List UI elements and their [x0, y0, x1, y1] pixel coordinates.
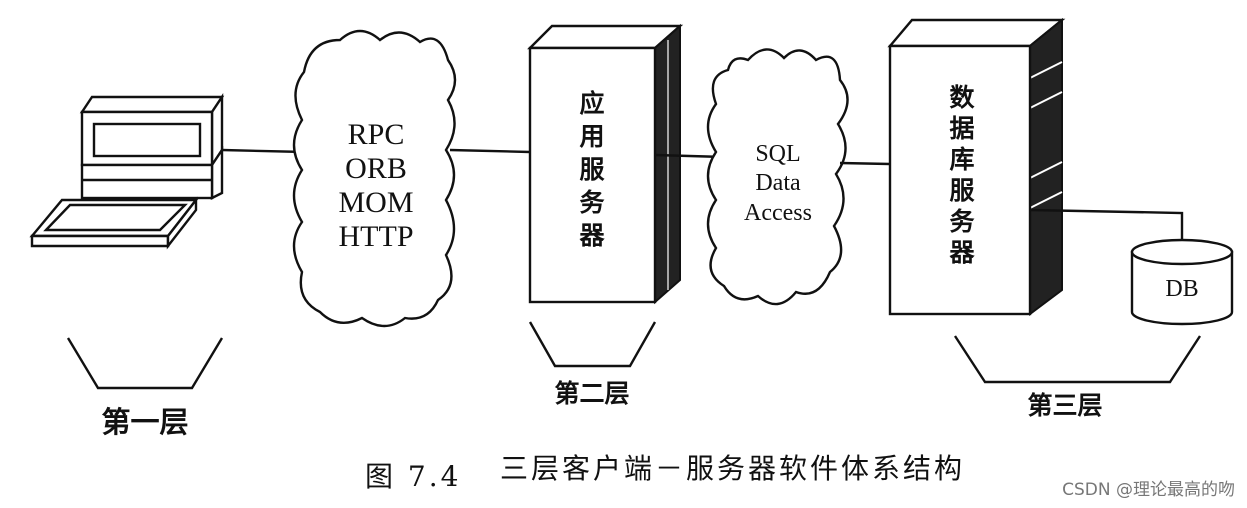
- app-server-char-5: 器: [578, 221, 605, 250]
- application-server-icon: 应 用 服 务 器: [527, 23, 684, 305]
- connector-line: [1029, 208, 1184, 250]
- watermark: CSDN @理论最高的吻: [1062, 480, 1235, 500]
- tier3-label: 第三层: [1027, 391, 1102, 420]
- db-server-char-2: 据: [949, 114, 974, 143]
- db-server-char-5: 务: [949, 207, 974, 236]
- connector-line: [839, 161, 891, 166]
- figure-number: 图 7.4: [365, 460, 461, 493]
- tier3-bracket: [953, 335, 1202, 384]
- cloud1-line-orb: ORB: [345, 152, 407, 185]
- figure-title: 三层客户端－服务器软件体系结构: [500, 452, 965, 485]
- tier2-label: 第二层: [554, 379, 629, 408]
- cloud2-line-sql: SQL: [755, 141, 800, 167]
- app-server-char-1: 应: [579, 89, 604, 118]
- cloud2-line-access: Access: [744, 200, 812, 226]
- connector-line: [449, 148, 531, 154]
- middleware-cloud-1: RPC ORB MOM HTTP: [292, 29, 457, 328]
- middleware-cloud-2: SQL Data Access: [706, 48, 849, 306]
- database-server-icon: 数 据 库 服 务 器: [887, 17, 1066, 316]
- connector-line: [221, 148, 306, 154]
- client-computer-icon: [29, 93, 225, 250]
- database-label: DB: [1165, 276, 1198, 302]
- db-server-char-3: 库: [949, 145, 974, 174]
- cloud1-line-http: HTTP: [339, 220, 414, 253]
- db-server-char-6: 器: [948, 238, 975, 267]
- app-server-char-3: 服: [579, 155, 605, 184]
- cloud2-line-data: Data: [755, 170, 801, 196]
- db-server-char-1: 数: [949, 83, 975, 112]
- tier2-bracket: [528, 321, 657, 368]
- cloud1-line-rpc: RPC: [348, 118, 405, 151]
- app-server-char-4: 务: [579, 188, 604, 217]
- database-cylinder-icon: DB: [1130, 238, 1234, 326]
- tier1-label: 第一层: [101, 405, 188, 439]
- app-server-char-2: 用: [579, 122, 604, 151]
- tier1-bracket: [66, 337, 224, 390]
- cloud1-line-mom: MOM: [338, 186, 413, 219]
- db-server-char-4: 服: [949, 176, 975, 205]
